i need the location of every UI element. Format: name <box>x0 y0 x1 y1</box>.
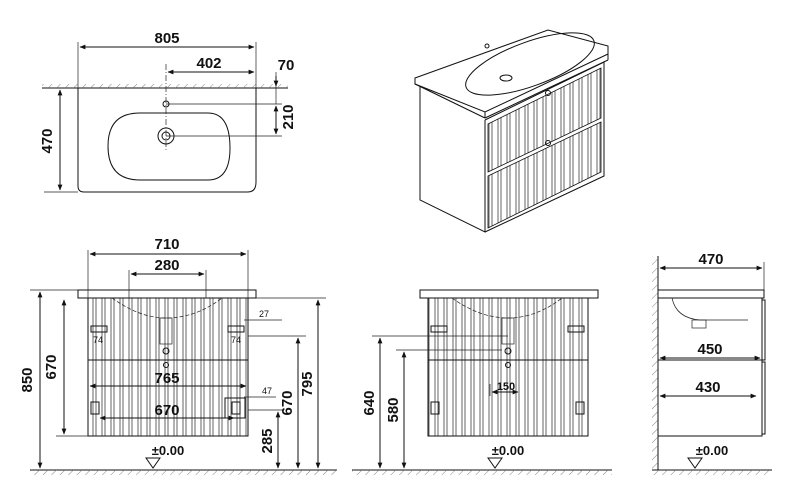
level-middle: ±0.00 <box>492 443 524 458</box>
dim-670-right: 670 <box>279 390 296 415</box>
dim-850: 850 <box>19 367 36 392</box>
iso-bowl <box>465 32 595 96</box>
dim-74-left: 74 <box>93 335 103 345</box>
front-view: 710 280 27 74 74 765 47 670 850 670 285 <box>19 236 337 475</box>
dim-710: 710 <box>154 236 179 253</box>
dim-670-width: 670 <box>154 402 179 419</box>
iso-cabinet-front <box>484 61 605 233</box>
iso-view <box>414 29 609 233</box>
dim-670-left: 670 <box>43 354 60 379</box>
dim-150: 150 <box>497 381 515 393</box>
level-marker-middle-icon <box>487 457 503 469</box>
iso-bottom-drawer <box>487 121 602 229</box>
level-marker-side-icon <box>687 457 703 469</box>
top-bowl <box>107 112 231 181</box>
dim-280: 280 <box>154 257 179 274</box>
iso-tap-hole-icon <box>484 43 490 49</box>
side-countertop <box>657 289 765 299</box>
dim-580: 580 <box>385 397 402 422</box>
level-side: ±0.00 <box>696 443 728 458</box>
dim-765: 765 <box>154 370 179 387</box>
dim-27: 27 <box>259 309 269 319</box>
iso-top-drawer <box>487 67 602 173</box>
level-front: ±0.00 <box>152 443 184 458</box>
iso-knob-bottom-icon <box>545 140 551 146</box>
front-countertop <box>77 289 257 299</box>
iso-cabinet-side <box>419 86 486 233</box>
side-wall-hatch <box>652 256 658 470</box>
dim-47: 47 <box>262 386 272 396</box>
dim-430: 430 <box>695 379 720 396</box>
middle-view: 640 580 150 ±0.00 <box>352 289 612 475</box>
level-marker-icon <box>145 457 161 469</box>
dim-470-side: 470 <box>698 251 723 268</box>
dim-470-top: 470 <box>39 128 56 153</box>
side-view: 470 450 430 ±0.00 <box>652 251 772 475</box>
dim-285: 285 <box>259 428 276 453</box>
side-cabinet <box>657 297 763 437</box>
dim-70: 70 <box>278 57 295 74</box>
iso-knob-top-icon <box>545 90 551 96</box>
dim-402: 402 <box>196 55 221 72</box>
middle-countertop <box>419 289 599 299</box>
top-basin-outline <box>77 88 257 193</box>
dim-450: 450 <box>697 341 722 358</box>
dim-210: 210 <box>280 104 297 129</box>
dim-640: 640 <box>361 390 378 415</box>
dim-74-right: 74 <box>231 335 241 345</box>
dim-805: 805 <box>154 30 179 47</box>
top-wall-hatch <box>42 84 288 88</box>
iso-drain-icon <box>499 74 513 82</box>
dim-795: 795 <box>299 371 316 396</box>
top-view: 805 402 70 210 470 <box>39 30 297 193</box>
